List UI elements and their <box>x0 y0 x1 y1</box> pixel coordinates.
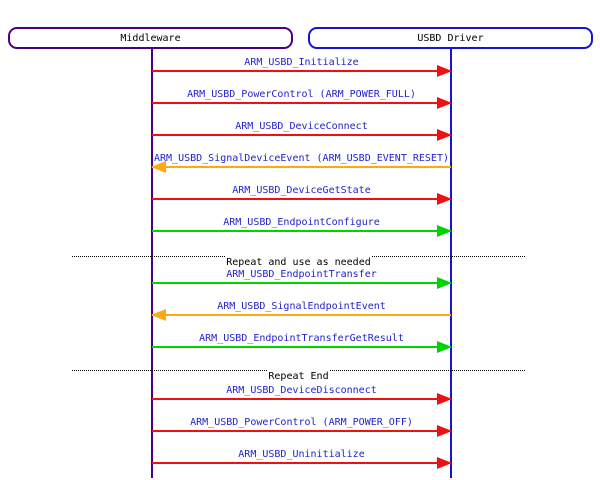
message-label: ARM_USBD_Initialize <box>244 57 359 68</box>
message-label: ARM_USBD_EndpointTransferGetResult <box>199 333 404 344</box>
divider-row: Repeat and use as needed <box>72 250 525 269</box>
message-row: ARM_USBD_PowerControl (ARM_POWER_FULL) <box>152 88 452 109</box>
message-row: ARM_USBD_SignalDeviceEvent (ARM_USBD_EVE… <box>151 152 451 173</box>
message-label: ARM_USBD_EndpointTransfer <box>226 269 377 280</box>
message-arrow-line <box>152 393 452 405</box>
divider-label: Repeat End <box>267 370 330 383</box>
arrowhead-icon <box>437 225 452 237</box>
message-row: ARM_USBD_Uninitialize <box>152 448 452 469</box>
arrowhead-icon <box>437 341 452 353</box>
message-row: ARM_USBD_DeviceConnect <box>152 120 452 141</box>
message-label: ARM_USBD_SignalEndpointEvent <box>217 301 386 312</box>
message-label: ARM_USBD_PowerControl (ARM_POWER_OFF) <box>190 417 413 428</box>
divider-row: Repeat End <box>72 364 525 383</box>
entity-middleware-label: Middleware <box>120 32 181 44</box>
message-arrow-line <box>152 425 452 437</box>
message-label: ARM_USBD_DeviceDisconnect <box>226 385 377 396</box>
message-arrow-line <box>152 65 452 77</box>
message-row: ARM_USBD_EndpointTransfer <box>152 268 452 289</box>
arrowhead-icon <box>151 161 166 173</box>
message-row: ARM_USBD_Initialize <box>152 56 452 77</box>
entity-middleware: Middleware <box>8 27 293 49</box>
message-row: ARM_USBD_DeviceDisconnect <box>152 384 452 405</box>
arrowhead-icon <box>437 425 452 437</box>
arrowhead-icon <box>437 457 452 469</box>
message-row: ARM_USBD_EndpointTransferGetResult <box>152 332 452 353</box>
message-arrow-line <box>152 277 452 289</box>
message-arrow-line <box>151 161 451 173</box>
message-label: ARM_USBD_PowerControl (ARM_POWER_FULL) <box>187 89 416 100</box>
message-arrow-line <box>152 193 452 205</box>
message-label: ARM_USBD_SignalDeviceEvent (ARM_USBD_EVE… <box>153 153 449 164</box>
divider-label: Repeat and use as needed <box>225 256 372 269</box>
message-arrow-line <box>152 225 452 237</box>
lifeline-usbd-driver <box>450 49 452 478</box>
arrowhead-icon <box>437 65 452 77</box>
message-arrow-line <box>152 129 452 141</box>
message-arrow-line <box>152 97 452 109</box>
message-arrow-line <box>152 457 452 469</box>
arrowhead-icon <box>151 309 166 321</box>
message-label: ARM_USBD_Uninitialize <box>238 449 365 460</box>
message-row: ARM_USBD_SignalEndpointEvent <box>151 300 451 321</box>
arrowhead-icon <box>437 129 452 141</box>
message-label: ARM_USBD_DeviceGetState <box>232 185 371 196</box>
message-label: ARM_USBD_DeviceConnect <box>235 121 368 132</box>
message-row: ARM_USBD_PowerControl (ARM_POWER_OFF) <box>152 416 452 437</box>
message-arrow-line <box>151 309 451 321</box>
entity-usbd-driver: USBD Driver <box>308 27 593 49</box>
arrowhead-icon <box>437 193 452 205</box>
message-row: ARM_USBD_DeviceGetState <box>152 184 452 205</box>
arrowhead-icon <box>437 97 452 109</box>
message-row: ARM_USBD_EndpointConfigure <box>152 216 452 237</box>
message-arrow-line <box>152 341 452 353</box>
lifeline-middleware <box>151 49 153 478</box>
entity-usbd-driver-label: USBD Driver <box>417 32 484 44</box>
message-label: ARM_USBD_EndpointConfigure <box>223 217 380 228</box>
arrowhead-icon <box>437 393 452 405</box>
arrowhead-icon <box>437 277 452 289</box>
